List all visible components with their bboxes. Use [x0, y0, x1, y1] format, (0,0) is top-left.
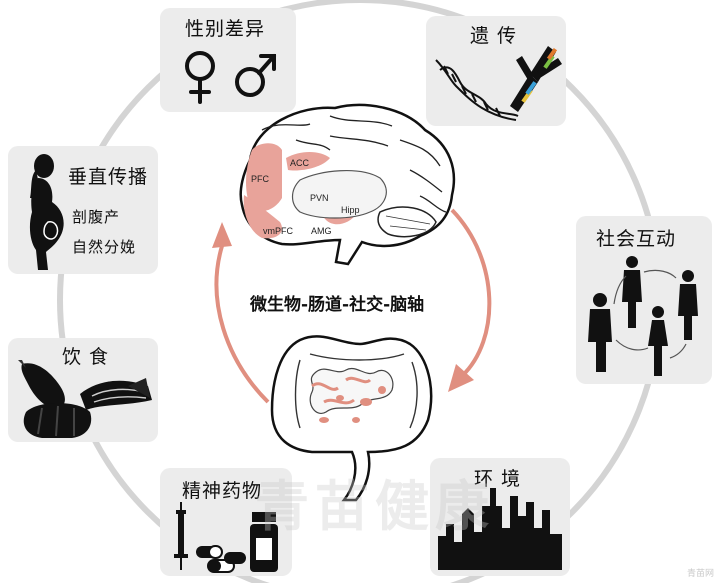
- card-psychiatric-drugs: 精神药物: [160, 468, 292, 576]
- arrow-head-down-icon: [448, 364, 474, 392]
- eggplant-icon: [18, 360, 65, 408]
- arrow-head-up-icon: [212, 222, 232, 248]
- bread-icon: [23, 403, 92, 438]
- pills-icon: [196, 545, 246, 573]
- gut-illustration: [270, 335, 433, 502]
- city-skyline-icon: [438, 488, 562, 570]
- male-symbol-icon: [235, 54, 276, 97]
- card-title-vertical: 垂直传播: [68, 166, 149, 188]
- arrow-brain-to-gut: [450, 208, 492, 378]
- brain-label-vmpfc: vmPFC: [263, 226, 293, 236]
- female-symbol-icon: [185, 51, 215, 104]
- brain-label-amg: AMG: [311, 226, 332, 236]
- people-group-icon: [588, 256, 698, 376]
- card-vertical-transmission: 垂直传播 剖腹产 自然分娩: [8, 146, 158, 274]
- card-title-social: 社会互动: [596, 228, 677, 250]
- medicine-bottle-icon: [250, 512, 278, 572]
- card-gender-difference: 性别差异: [160, 8, 296, 112]
- brain-label-pvn: PVN: [310, 193, 329, 203]
- arrow-gut-to-brain: [214, 245, 270, 404]
- label-caesarean: 剖腹产: [72, 208, 121, 226]
- dna-strand-icon: [435, 59, 519, 121]
- fish-icon: [80, 378, 152, 410]
- axis-title: 微生物-肠道-社交-脑轴: [250, 295, 425, 315]
- syringe-icon: [174, 502, 188, 570]
- corner-watermark: 青苗网: [686, 569, 714, 579]
- card-title-environment: 环 境: [474, 468, 522, 490]
- pregnant-woman-icon: [29, 154, 64, 270]
- card-diet: 饮 食: [8, 338, 158, 442]
- label-natural-birth: 自然分娩: [72, 238, 137, 256]
- card-title-gender: 性别差异: [185, 18, 266, 40]
- card-environment: 环 境: [430, 458, 570, 576]
- brain-label-acc: ACC: [290, 158, 310, 168]
- card-title-genetics: 遗 传: [470, 25, 518, 47]
- card-title-diet: 饮 食: [62, 346, 110, 368]
- card-title-drugs: 精神药物: [182, 480, 263, 502]
- brain-label-pfc: PFC: [251, 174, 270, 184]
- card-social-interaction: 社会互动: [576, 216, 712, 384]
- chromosome-icon: [510, 46, 562, 112]
- brain-label-hipp: Hipp: [341, 205, 360, 215]
- card-genetics: 遗 传: [426, 16, 566, 126]
- brain-illustration: PFC ACC PVN Hipp vmPFC AMG: [239, 103, 456, 266]
- watermark-text: 青苗健康: [255, 475, 495, 538]
